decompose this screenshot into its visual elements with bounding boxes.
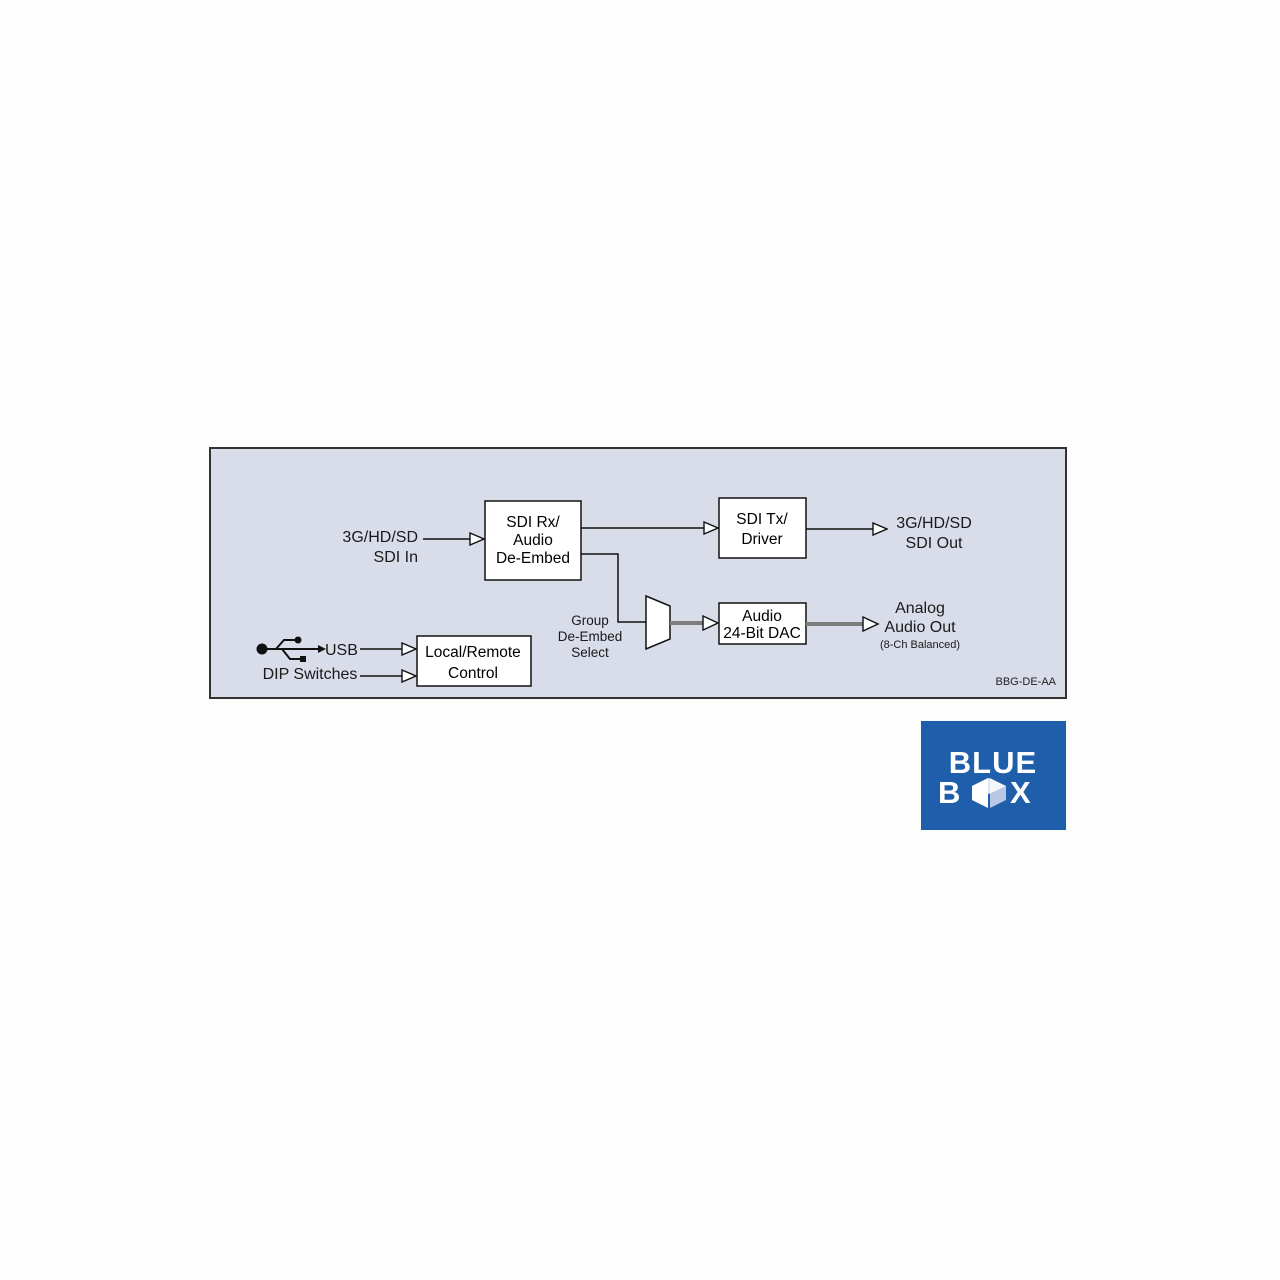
usb-label: USB <box>325 642 358 659</box>
logo-line1: BLUE <box>949 745 1037 780</box>
sdi-tx-label-line1: SDI Tx/ <box>736 511 788 528</box>
cube-icon <box>972 778 1006 808</box>
sdi-rx-label-line3: De-Embed <box>496 550 570 567</box>
analog-out-label-line2: Audio Out <box>884 619 956 636</box>
group-select-label-line3: Select <box>571 645 609 660</box>
control-label-line2: Control <box>448 665 498 682</box>
bus-arrowhead-dac <box>702 614 720 632</box>
logo-line2-left: B <box>938 775 960 810</box>
sdi-rx-block <box>484 500 582 581</box>
logo-background <box>921 721 1066 830</box>
control-label-line1: Local/Remote <box>425 644 521 661</box>
group-select-label-line1: Group <box>571 613 609 628</box>
group-select-mux <box>645 594 671 651</box>
control-block <box>416 635 532 687</box>
sdi-in-label-line1: 3G/HD/SD <box>342 529 418 546</box>
bluebox-logo: BLUE B X <box>921 721 1066 830</box>
audio-path-to-mux <box>581 553 646 623</box>
sdi-in-label-line2: SDI In <box>374 549 418 566</box>
sdi-rx-label-line2: Audio <box>513 532 553 549</box>
bus-arrowhead-out <box>862 615 880 633</box>
usb-icon <box>256 636 326 662</box>
dac-label-line2: 24-Bit DAC <box>723 625 801 642</box>
logo-line2-right: X <box>1010 775 1031 810</box>
model-id-label: BBG-DE-AA <box>995 676 1056 688</box>
dip-switches-label: DIP Switches <box>263 666 358 683</box>
sdi-out-label-line2: SDI Out <box>906 535 963 552</box>
sdi-rx-label-line1: SDI Rx/ <box>506 514 560 531</box>
dac-block <box>718 602 807 645</box>
sdi-out-label-line1: 3G/HD/SD <box>896 515 972 532</box>
analog-out-label-line3: (8-Ch Balanced) <box>880 639 960 651</box>
sdi-tx-label-line2: Driver <box>741 531 782 548</box>
analog-out-label-line1: Analog <box>895 600 945 617</box>
group-select-label-line2: De-Embed <box>558 629 623 644</box>
diagram-panel <box>209 447 1067 699</box>
dac-label-line1: Audio <box>742 608 782 625</box>
sdi-tx-block <box>718 497 807 559</box>
